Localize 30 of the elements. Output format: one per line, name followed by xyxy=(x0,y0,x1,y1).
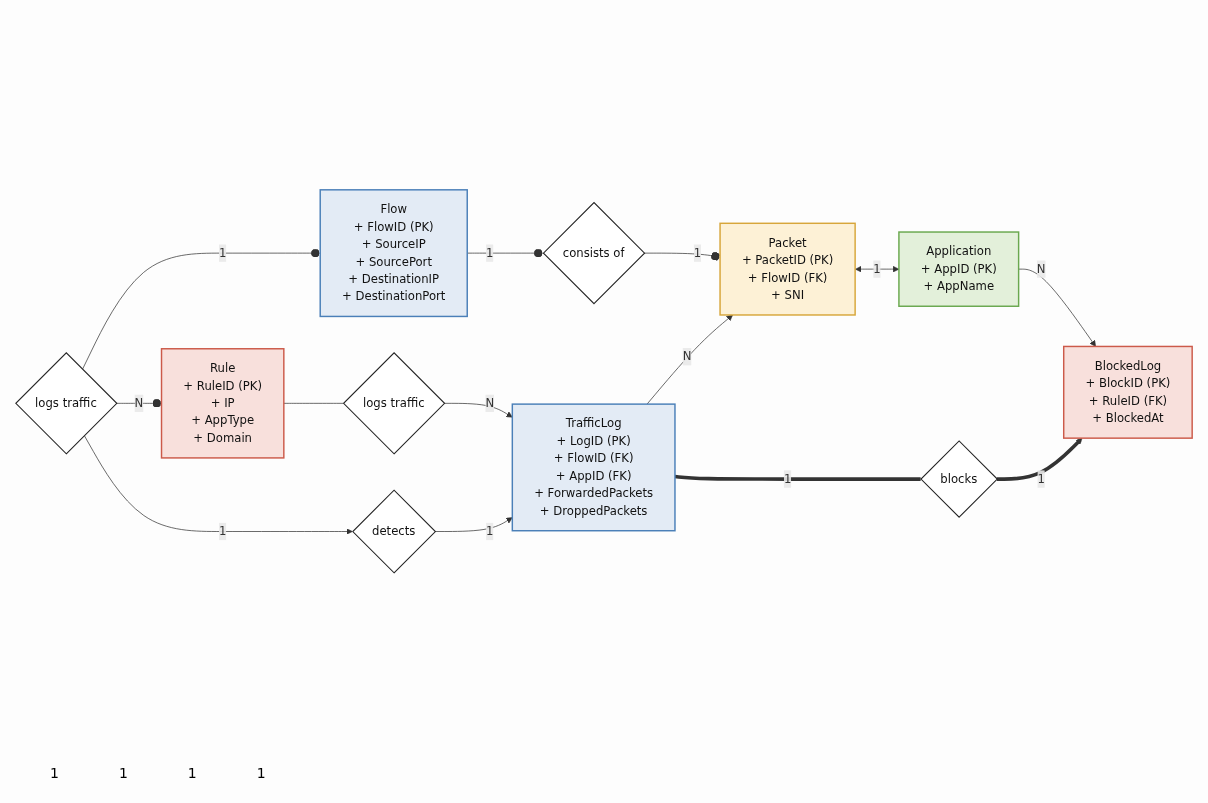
connector xyxy=(283,403,344,404)
node-box: Packet + PacketID (PK) + FlowID (FK) + SNI xyxy=(719,222,856,316)
node-box: Rule + RuleID (PK) + IP + AppType + Domain xyxy=(160,348,285,459)
node-box: BlockedLog + BlockID (PK) + RuleID (FK) + BlockedAt xyxy=(1063,345,1193,440)
node-box: Flow + FlowID (PK) + SourceIP + SourcePort + DestinationIP + DestinationPort xyxy=(319,189,468,318)
edge-label: N xyxy=(485,396,495,411)
node-diamond: logs traffic xyxy=(342,352,446,455)
edge-label: 1 xyxy=(486,246,494,260)
edge-label: 1 xyxy=(873,262,881,276)
node-box: TrafficLog + LogID (PK) + FlowID (FK) + AppID (FK) + ForwardedPackets + DroppedPackets xyxy=(511,403,676,532)
edge-label: 1 xyxy=(783,471,792,486)
edge-label: 1 xyxy=(486,524,494,539)
node-box: Application + AppID (PK) + AppName xyxy=(898,231,1020,308)
cardinality-label: 1 xyxy=(50,765,59,781)
connector xyxy=(674,474,921,482)
edge-label: 1 xyxy=(218,246,227,260)
edge-label: N xyxy=(134,396,144,411)
node-diamond: blocks xyxy=(920,440,999,519)
edge-label: 1 xyxy=(1037,471,1045,486)
node-diamond: detects xyxy=(352,489,437,574)
edge-label: 1 xyxy=(218,524,227,539)
cardinality-label: 1 xyxy=(256,765,266,781)
edge-label: N xyxy=(1036,262,1046,276)
edge-label: N xyxy=(682,349,692,364)
cardinality-label: 1 xyxy=(118,765,128,781)
cardinality-label: 1 xyxy=(187,765,197,781)
node-diamond: consists of xyxy=(542,201,646,305)
node-diamond: logs traffic xyxy=(15,352,118,455)
edge-label: 1 xyxy=(693,246,702,260)
arrow xyxy=(996,438,1083,482)
